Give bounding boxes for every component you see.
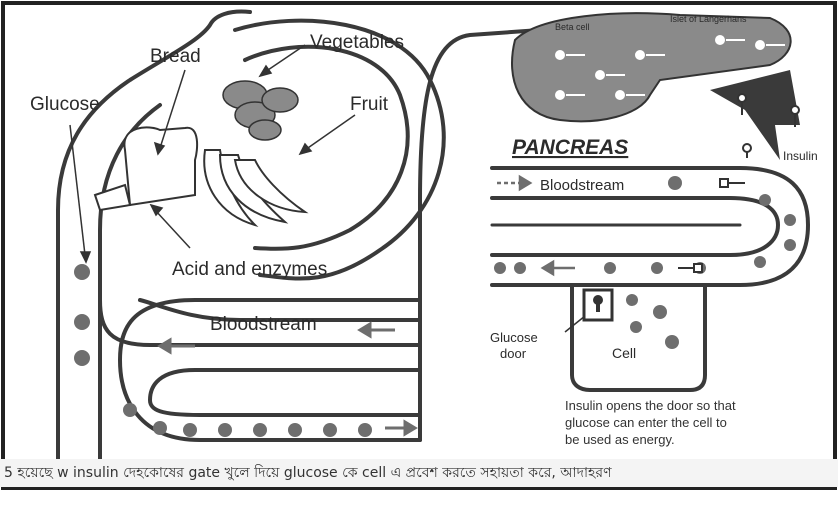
caption-line-2: glucose can enter the cell to: [565, 415, 727, 430]
label-bloodstream-right: Bloodstream: [540, 177, 624, 194]
glucose-dot: [153, 421, 167, 435]
glucose-dot: [358, 423, 372, 437]
caption-line-3: be used as energy.: [565, 432, 675, 447]
intestine-loop-inner: [150, 370, 420, 415]
glucose-dot: [183, 423, 197, 437]
label-bread: Bread: [150, 46, 201, 67]
label-islet: Islet of Langerhans: [670, 14, 747, 24]
flow-arrows-left: [160, 324, 415, 434]
label-glucose-door-line2: door: [500, 346, 527, 361]
label-bloodstream-left: Bloodstream: [210, 314, 317, 335]
label-cell: Cell: [612, 345, 636, 361]
glucose-door: [584, 290, 612, 320]
glucose-dot: [74, 350, 90, 366]
label-vegetables: Vegetables: [310, 32, 404, 53]
glucose-dot: [74, 264, 90, 280]
footer-text-strip: 5 হয়েছে w insulin দেহকোষের gate খুলে দি…: [0, 459, 838, 487]
insulin-release-arrow: [710, 70, 800, 160]
stomach-outer-wall: [235, 21, 444, 279]
glucose-dot: [218, 423, 232, 437]
label-acid-enzymes: Acid and enzymes: [172, 259, 327, 280]
glucose-dot: [323, 423, 337, 437]
fruit-illustration: [204, 150, 305, 225]
label-fruit: Fruit: [350, 94, 389, 115]
glucose-dot: [253, 423, 267, 437]
glucose-dot: [123, 403, 137, 417]
label-glucose: Glucose: [30, 94, 100, 115]
glucose-dots-cell: [626, 294, 679, 349]
glucose-door-pointer: [565, 316, 585, 332]
glucose-dot: [288, 423, 302, 437]
label-beta-cell: Beta cell: [555, 22, 590, 32]
glucose-dot: [74, 314, 90, 330]
vegetables-illustration: [223, 81, 298, 140]
caption-line-1: Insulin opens the door so that: [565, 398, 736, 413]
label-pancreas: PANCREAS: [512, 136, 628, 159]
label-glucose-door-line1: Glucose: [490, 330, 538, 345]
label-insulin: Insulin: [783, 149, 818, 163]
